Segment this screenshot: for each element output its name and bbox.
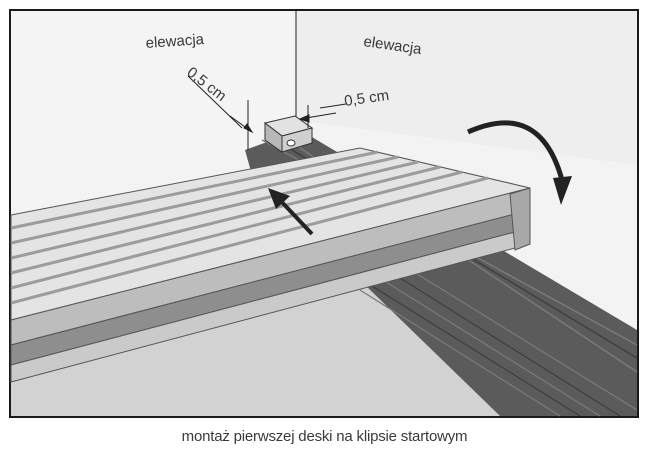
wall-right bbox=[296, 11, 637, 165]
gap-dimension-right bbox=[298, 103, 347, 128]
rotate-arrow-icon bbox=[466, 120, 572, 205]
starter-clip bbox=[263, 115, 314, 153]
gap-dimension-left bbox=[187, 75, 254, 150]
deck-board bbox=[10, 147, 531, 383]
figure-caption: montaż pierwszej deski na klipsie starto… bbox=[181, 428, 468, 445]
label-elevation-left: elewacja bbox=[145, 31, 205, 52]
floor-area bbox=[11, 285, 500, 416]
wall-left bbox=[11, 11, 296, 205]
push-arrow-icon bbox=[268, 188, 314, 236]
label-gap-right: 0,5 cm bbox=[343, 87, 390, 110]
